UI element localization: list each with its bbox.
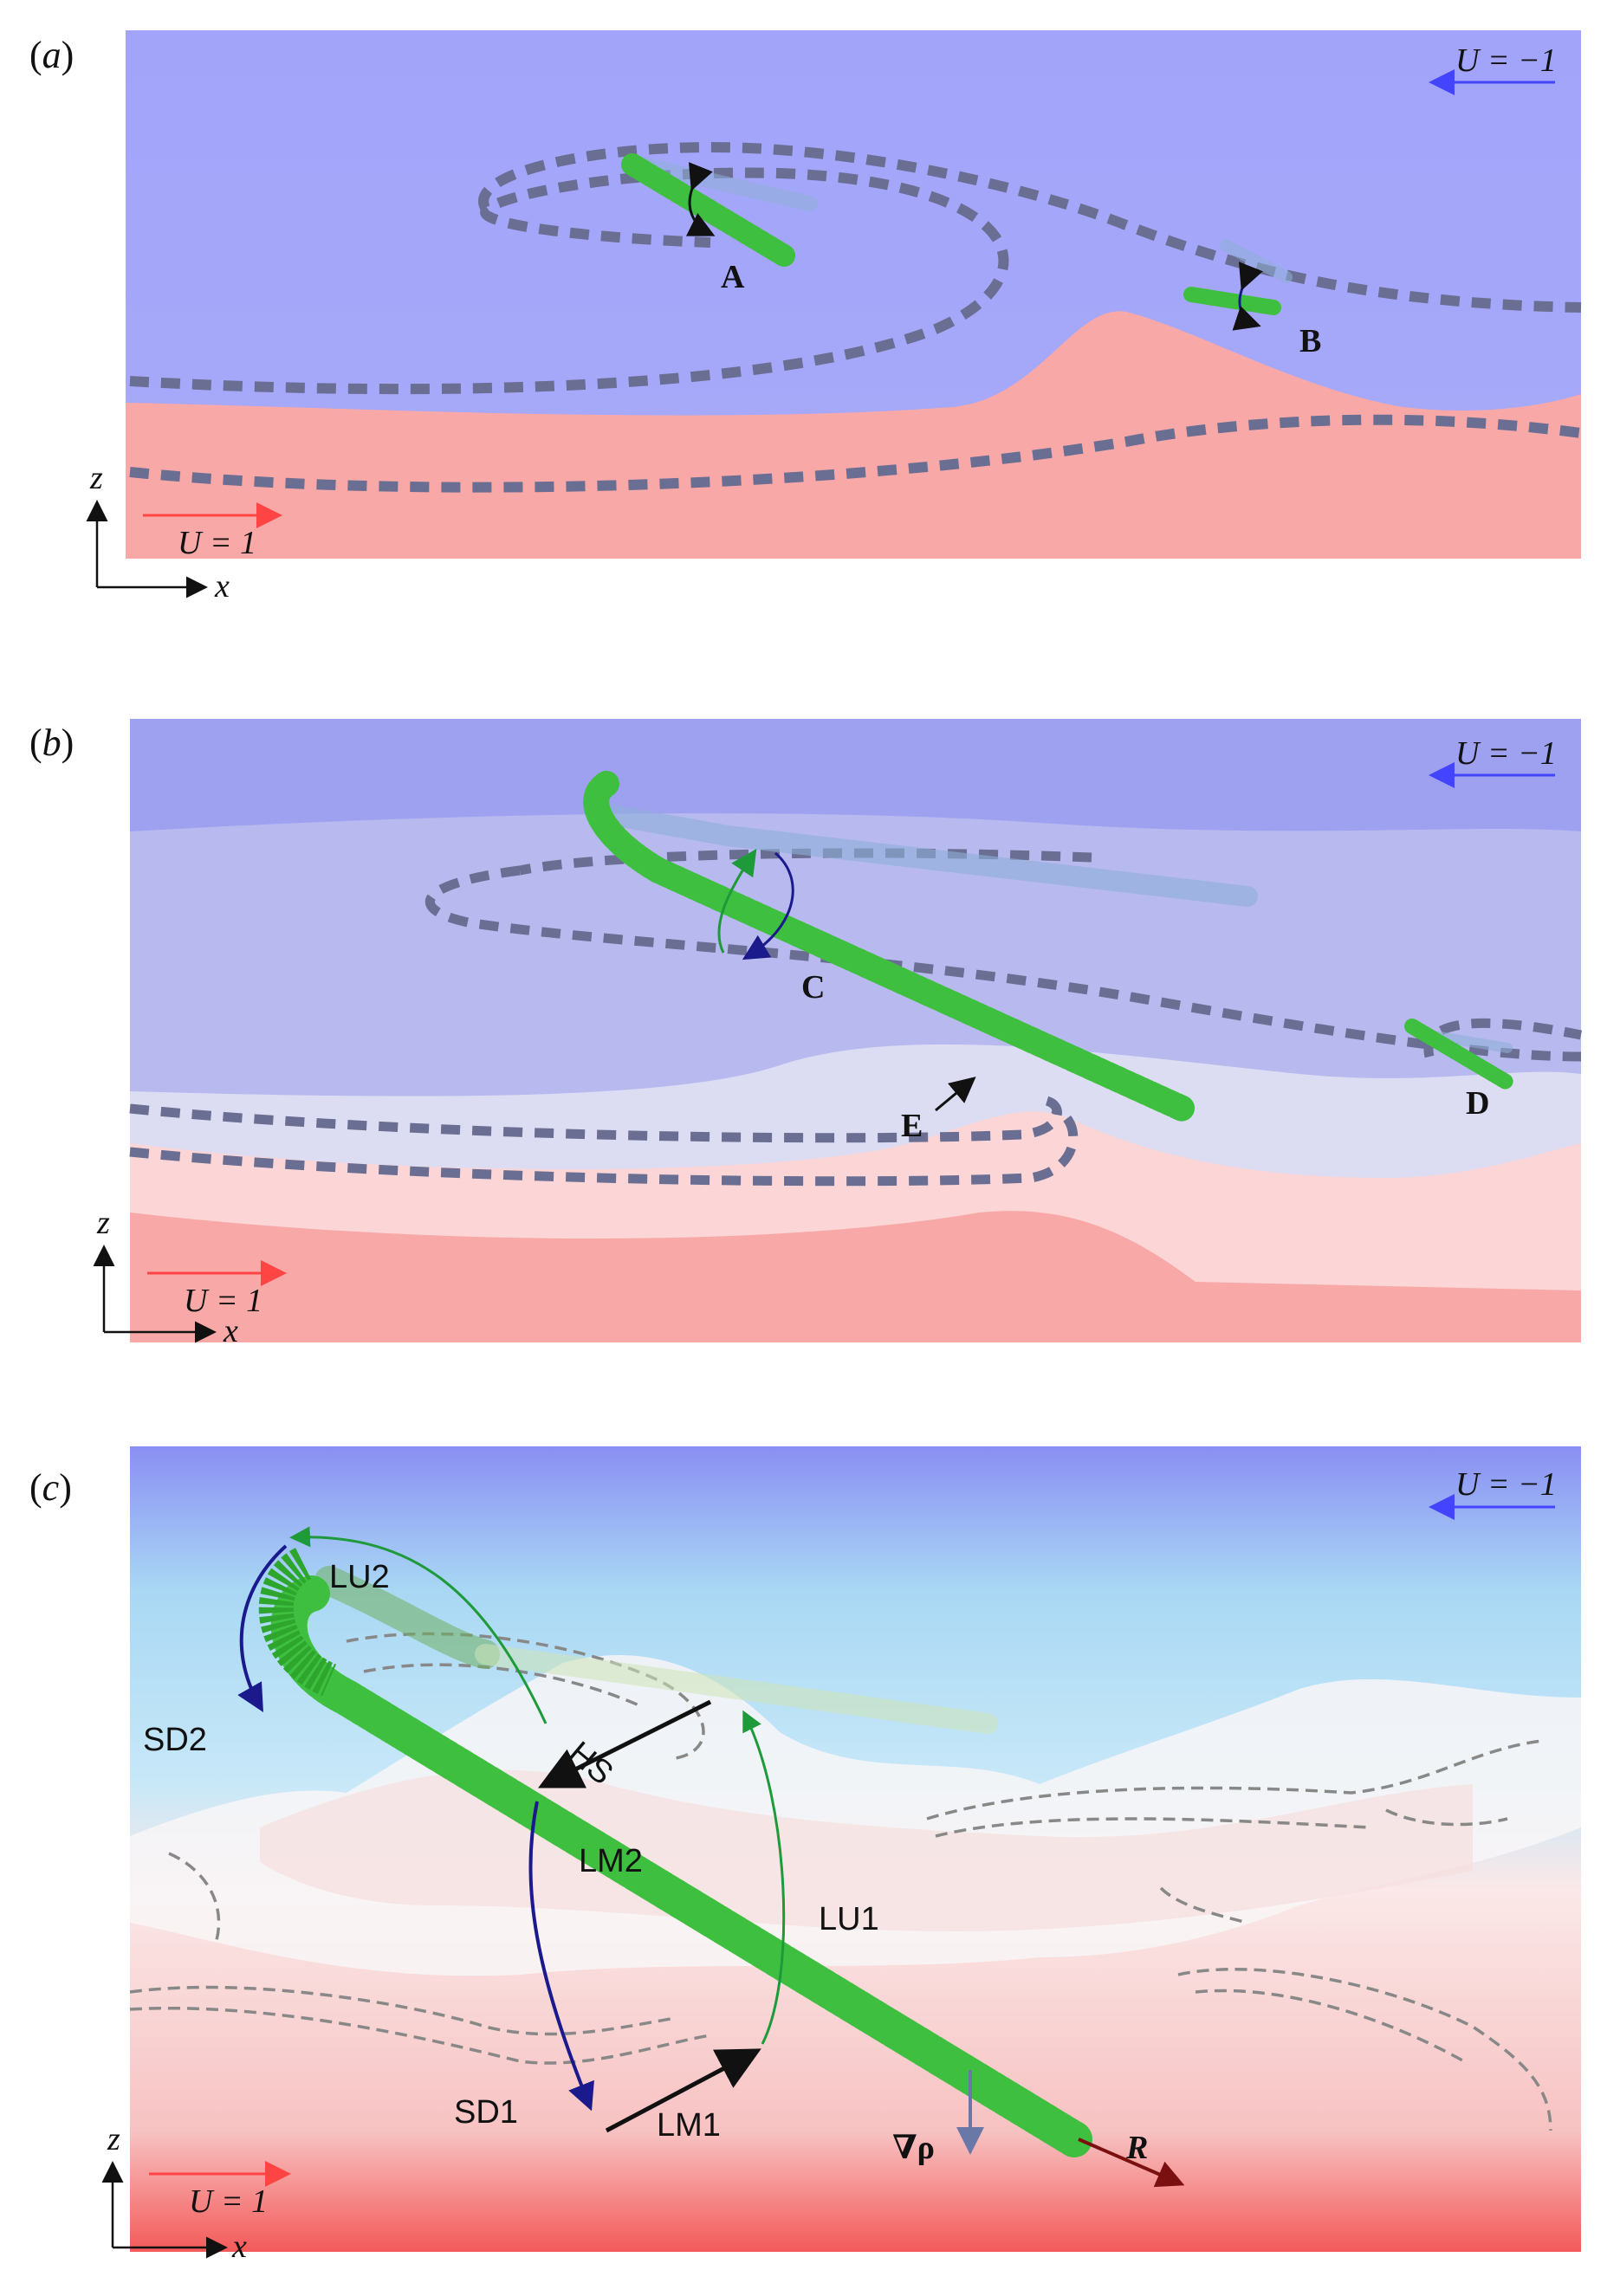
arrow-LU1 [742, 1710, 786, 2045]
flow-top-label: U = −1 [1455, 42, 1557, 79]
panel-a: (a) [0, 0, 1620, 624]
panel-b: (b) [0, 693, 1620, 1368]
panel-tag-c: (c) [29, 1466, 72, 1509]
arrow-R [1078, 2138, 1185, 2188]
label-LM1: LM1 [657, 2107, 721, 2144]
label-LU1: LU1 [819, 1901, 879, 1937]
ghost-filament-c [314, 1566, 500, 1669]
arrow-SD1 [528, 1801, 594, 2112]
marker-B: B [1299, 323, 1322, 359]
label-SD2: SD2 [143, 1722, 207, 1758]
lower-layer [130, 1211, 1581, 1342]
flow-bottom-label: U = 1 [189, 2183, 269, 2220]
label-LU2: LU2 [329, 1559, 390, 1595]
arrow-LM1 [605, 2048, 761, 2133]
arrow-LU2 [289, 1526, 548, 1724]
filament-C [583, 771, 1196, 1122]
label-LM2: LM2 [579, 1843, 643, 1879]
flow-top-label: U = −1 [1455, 735, 1557, 772]
label-SD1: SD1 [454, 2094, 518, 2131]
marker-A: A [721, 259, 745, 295]
rotation-arrow-A [685, 162, 716, 236]
flow-top-label: U = −1 [1455, 1466, 1557, 1503]
axis-z-label: z [97, 1205, 110, 1241]
filament-main-coil [258, 1548, 337, 1697]
panel-a-canvas [86, 30, 1582, 598]
axis-z-label: z [107, 2121, 120, 2157]
marker-E: E [901, 1108, 923, 1144]
marker-D: D [1466, 1085, 1490, 1122]
axis-x-label: x [224, 1313, 238, 1349]
arrow-E [935, 1077, 976, 1112]
lower-layer [126, 311, 1581, 559]
ghost-filament-B [1220, 239, 1293, 283]
flow-bottom-label: U = 1 [178, 525, 257, 561]
panel-tag-b: (b) [29, 721, 75, 764]
ghost-filament-c-tail [475, 1644, 998, 1734]
rotation-arrow-C-blue [742, 851, 794, 960]
arrow-LM2 [538, 1699, 712, 1788]
axis-x-label: x [215, 568, 230, 605]
label-R: R [1126, 2130, 1149, 2166]
ghost-filament-A [633, 157, 818, 211]
filament-A-tip [740, 227, 789, 261]
rotation-arrow-C-green [717, 849, 757, 954]
marker-C: C [801, 969, 826, 1006]
arrow-SD2 [237, 1544, 288, 1712]
panel-tag-a: (a) [29, 34, 75, 76]
dashed-traces [129, 141, 1582, 493]
filament-D [1404, 1019, 1515, 1090]
label-grad-rho: ∇ρ [892, 2130, 935, 2166]
panel-c-canvas [101, 1446, 1581, 2259]
panel-b-canvas [93, 719, 1583, 1343]
filament-main [270, 1575, 1092, 2157]
ghost-filament-C [596, 804, 1258, 907]
panel-c: (c) [0, 1420, 1620, 2296]
flow-bottom-label: U = 1 [184, 1283, 263, 1319]
axis-x-label: x [232, 2228, 247, 2265]
rotation-arrow-B [1232, 262, 1263, 331]
axis-z-label: z [90, 460, 103, 496]
